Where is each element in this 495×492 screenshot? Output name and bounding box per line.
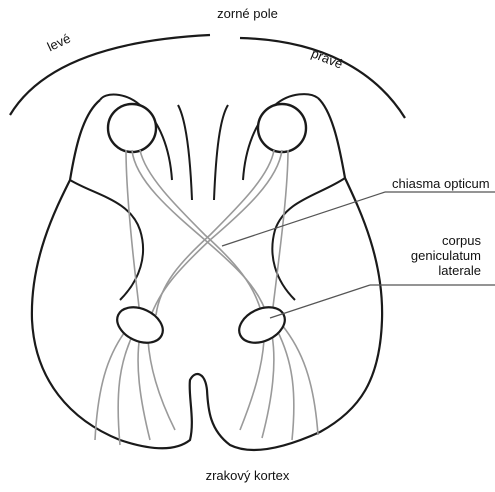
optic-pathways bbox=[95, 150, 318, 445]
lgn-label-line-1: corpus bbox=[411, 233, 481, 248]
left-lgn bbox=[111, 300, 168, 349]
lgn-pointer bbox=[270, 285, 370, 318]
right-eye bbox=[258, 104, 306, 152]
lgn-label: corpus geniculatum laterale bbox=[411, 233, 481, 278]
left-visual-field-arc bbox=[10, 35, 210, 115]
visual-field-label: zorné pole bbox=[0, 6, 495, 21]
lgn-label-line-2: geniculatum bbox=[411, 248, 481, 263]
brain-outline bbox=[32, 98, 382, 450]
optic-chiasm-label: chiasma opticum bbox=[392, 176, 490, 191]
visual-cortex-label: zrakový kortex bbox=[0, 468, 495, 483]
lgn-label-line-3: laterale bbox=[411, 263, 481, 278]
left-eye bbox=[108, 104, 156, 152]
